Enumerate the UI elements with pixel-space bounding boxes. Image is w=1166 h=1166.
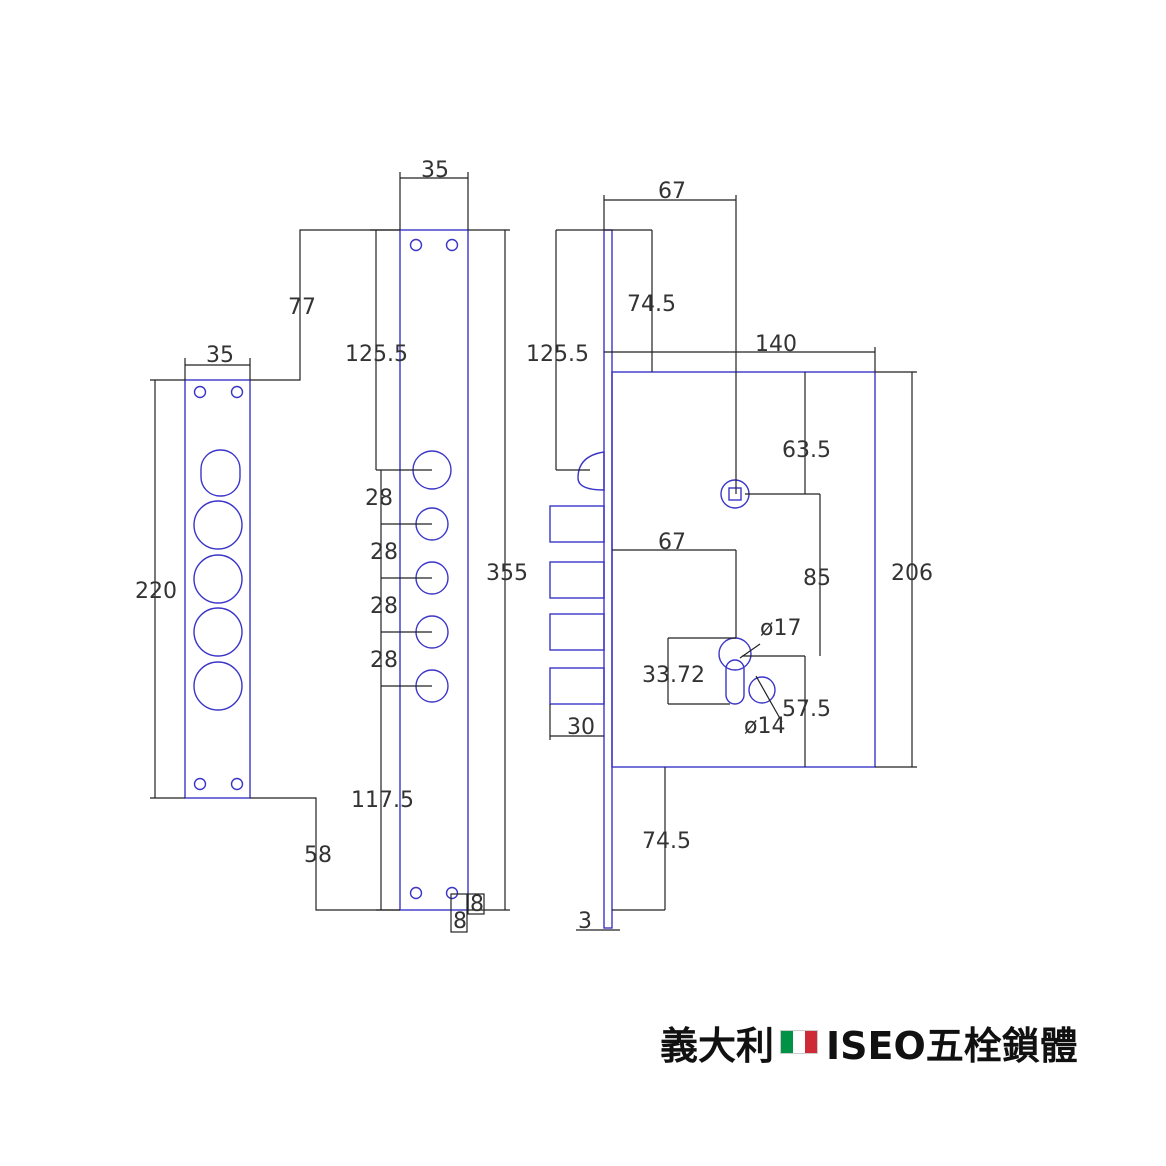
spindle-square [728, 487, 742, 501]
side-faceplate [603, 229, 613, 929]
faceplate-outline [399, 229, 469, 911]
screw-hole [230, 777, 244, 791]
cylinder-hole-side [748, 676, 776, 704]
screw-hole [445, 238, 459, 252]
latch-slot [200, 449, 241, 497]
dim-bolt-spacing-3: 28 [370, 594, 398, 619]
italy-flag-icon [780, 1030, 819, 1054]
case-outline [611, 371, 876, 768]
bolt-hole [193, 607, 243, 657]
left-plate-outline [184, 379, 251, 799]
deadbolt-profile [549, 667, 605, 705]
spindle-hub [720, 479, 750, 509]
dim-side-575: 57.5 [782, 697, 831, 722]
dim-side-635: 63.5 [782, 438, 831, 463]
caption-prefix: 義大利 [660, 1023, 775, 1068]
middle-faceplate [370, 172, 510, 933]
dim-left-top-offset: 77 [288, 295, 316, 320]
cylinder-slot [725, 659, 745, 705]
dim-mid-height: 355 [486, 561, 528, 586]
product-caption: 義大利 ISEO五栓鎖體 [660, 1012, 1130, 1072]
screw-hole [193, 385, 207, 399]
dim-mid-bottom-b: 8 [470, 892, 484, 917]
caption-suffix: ISEO五栓鎖體 [826, 1023, 1078, 1068]
dim-left-plate-width: 35 [206, 343, 234, 368]
screw-hole [193, 777, 207, 791]
deadbolt-profile [549, 613, 605, 651]
bolt-hole [193, 500, 243, 550]
dim-side-bottom-745: 74.5 [642, 829, 691, 854]
dim-bolt-spacing-1: 28 [365, 486, 393, 511]
dim-side-phi14: ø14 [744, 714, 785, 739]
dim-side-85: 85 [803, 566, 831, 591]
dim-mid-bottom: 117.5 [351, 788, 414, 813]
left-strike-plate [150, 229, 400, 911]
dim-bolt-spacing-2: 28 [370, 540, 398, 565]
dim-side-backset-cyl: 67 [658, 530, 686, 555]
bolt-hole [193, 554, 243, 604]
dim-side-phi17: ø17 [760, 616, 801, 641]
dim-side-30: 30 [567, 715, 595, 740]
dim-mid-top-to-bolt: 125.5 [345, 342, 408, 367]
lock-case-side-view [549, 195, 917, 931]
dim-mid-plate-width: 35 [421, 158, 449, 183]
dim-side-backset-top: 67 [658, 179, 686, 204]
dim-side-top-1255: 125.5 [526, 342, 589, 367]
flag-stripe-white [793, 1031, 806, 1053]
dim-mid-bottom-a: 8 [453, 909, 467, 934]
latch-bolt-profile [577, 451, 605, 491]
dimension-labels: 35 220 77 58 35 125.5 28 28 28 28 117.5 … [135, 158, 933, 934]
flag-stripe-green [781, 1031, 794, 1053]
bolt-hole [193, 661, 243, 711]
deadbolt-profile [549, 561, 605, 599]
dim-side-3: 3 [578, 909, 592, 934]
deadbolt-profile [549, 505, 605, 543]
dim-side-3372: 33.72 [642, 663, 705, 688]
screw-hole [409, 886, 423, 900]
screw-hole [230, 385, 244, 399]
dim-side-top-745: 74.5 [627, 292, 676, 317]
screw-hole [445, 886, 459, 900]
dim-left-plate-height: 220 [135, 579, 177, 604]
screw-hole [409, 238, 423, 252]
dim-left-bottom-offset: 58 [304, 843, 332, 868]
dim-bolt-spacing-4: 28 [370, 648, 398, 673]
flag-stripe-red [805, 1031, 818, 1053]
dim-side-case-width: 140 [755, 332, 797, 357]
dim-side-206: 206 [891, 561, 933, 586]
